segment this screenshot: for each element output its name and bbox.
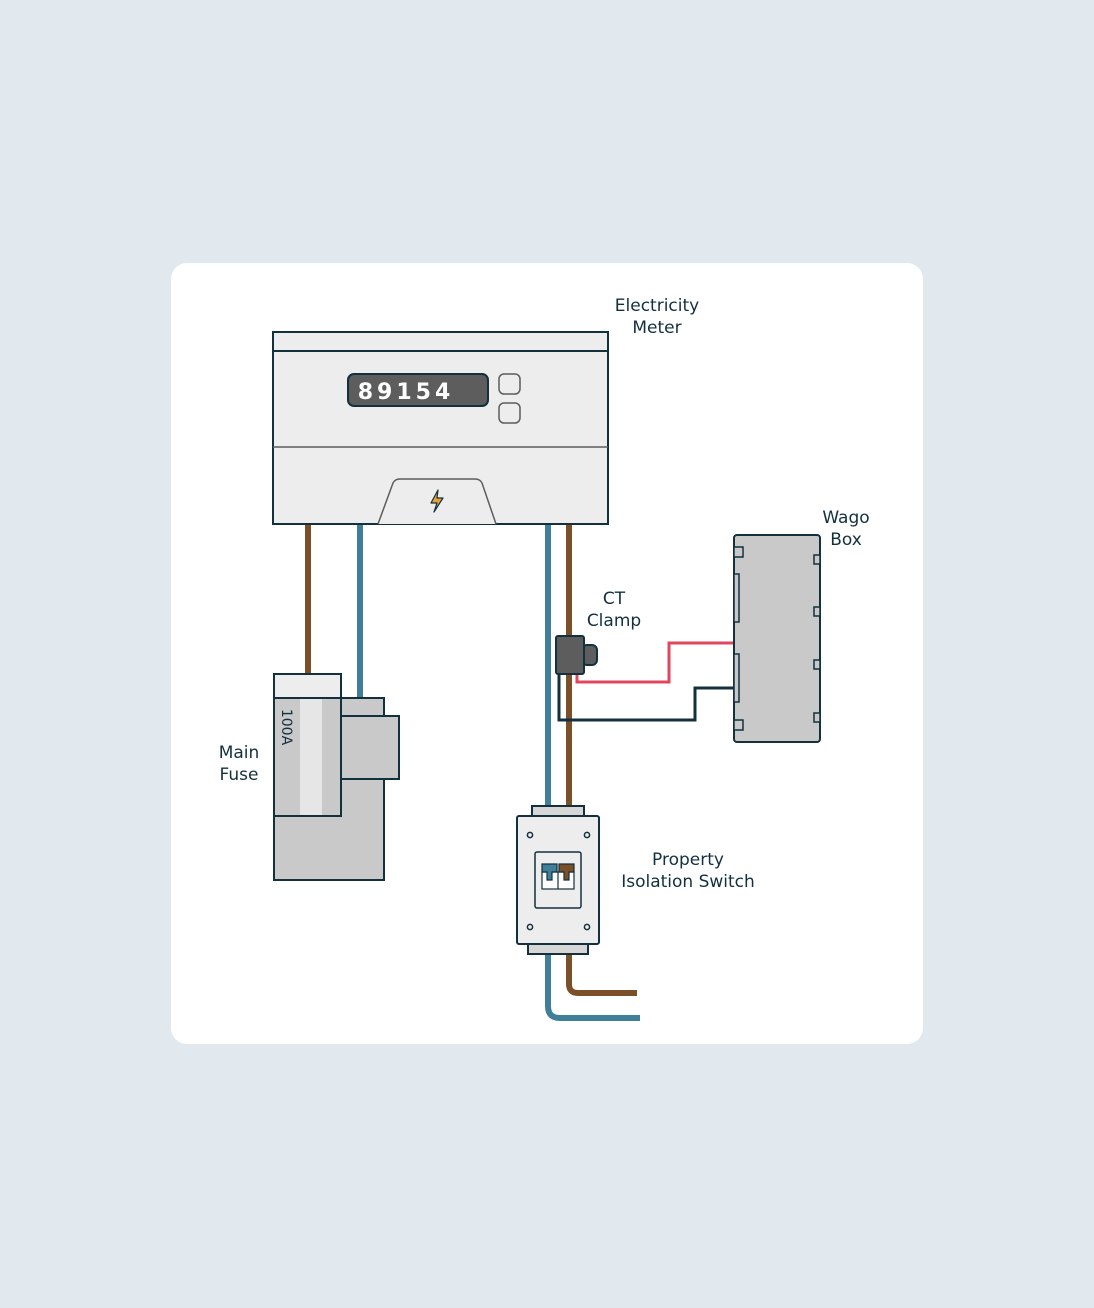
ct-clamp-label: CT Clamp [586,589,642,631]
ct-clamp [555,635,598,675]
ct-black-wire [557,672,735,722]
ct-red-wire [575,641,735,684]
wago-box-label: Wago Box [822,508,870,550]
outgoing-neutral-wire [545,950,640,1021]
outgoing-live-wire [566,950,637,996]
main-fuse [273,673,400,881]
isolation-switch-label: Property Isolation Switch [621,850,755,892]
electricity-meter [272,331,609,525]
meter-display [347,373,489,407]
meter-button-bottom[interactable] [498,402,521,424]
lightning-bolt-icon [430,489,444,513]
wago-box [733,534,821,743]
meter-reading: 89154 [358,380,455,405]
isolation-switch [516,805,600,955]
meter-button-top[interactable] [498,373,521,395]
electricity-meter-label: Electricity Meter [614,296,700,338]
fuse-rating: 100A [278,709,294,746]
main-fuse-label: Main Fuse [218,743,260,785]
